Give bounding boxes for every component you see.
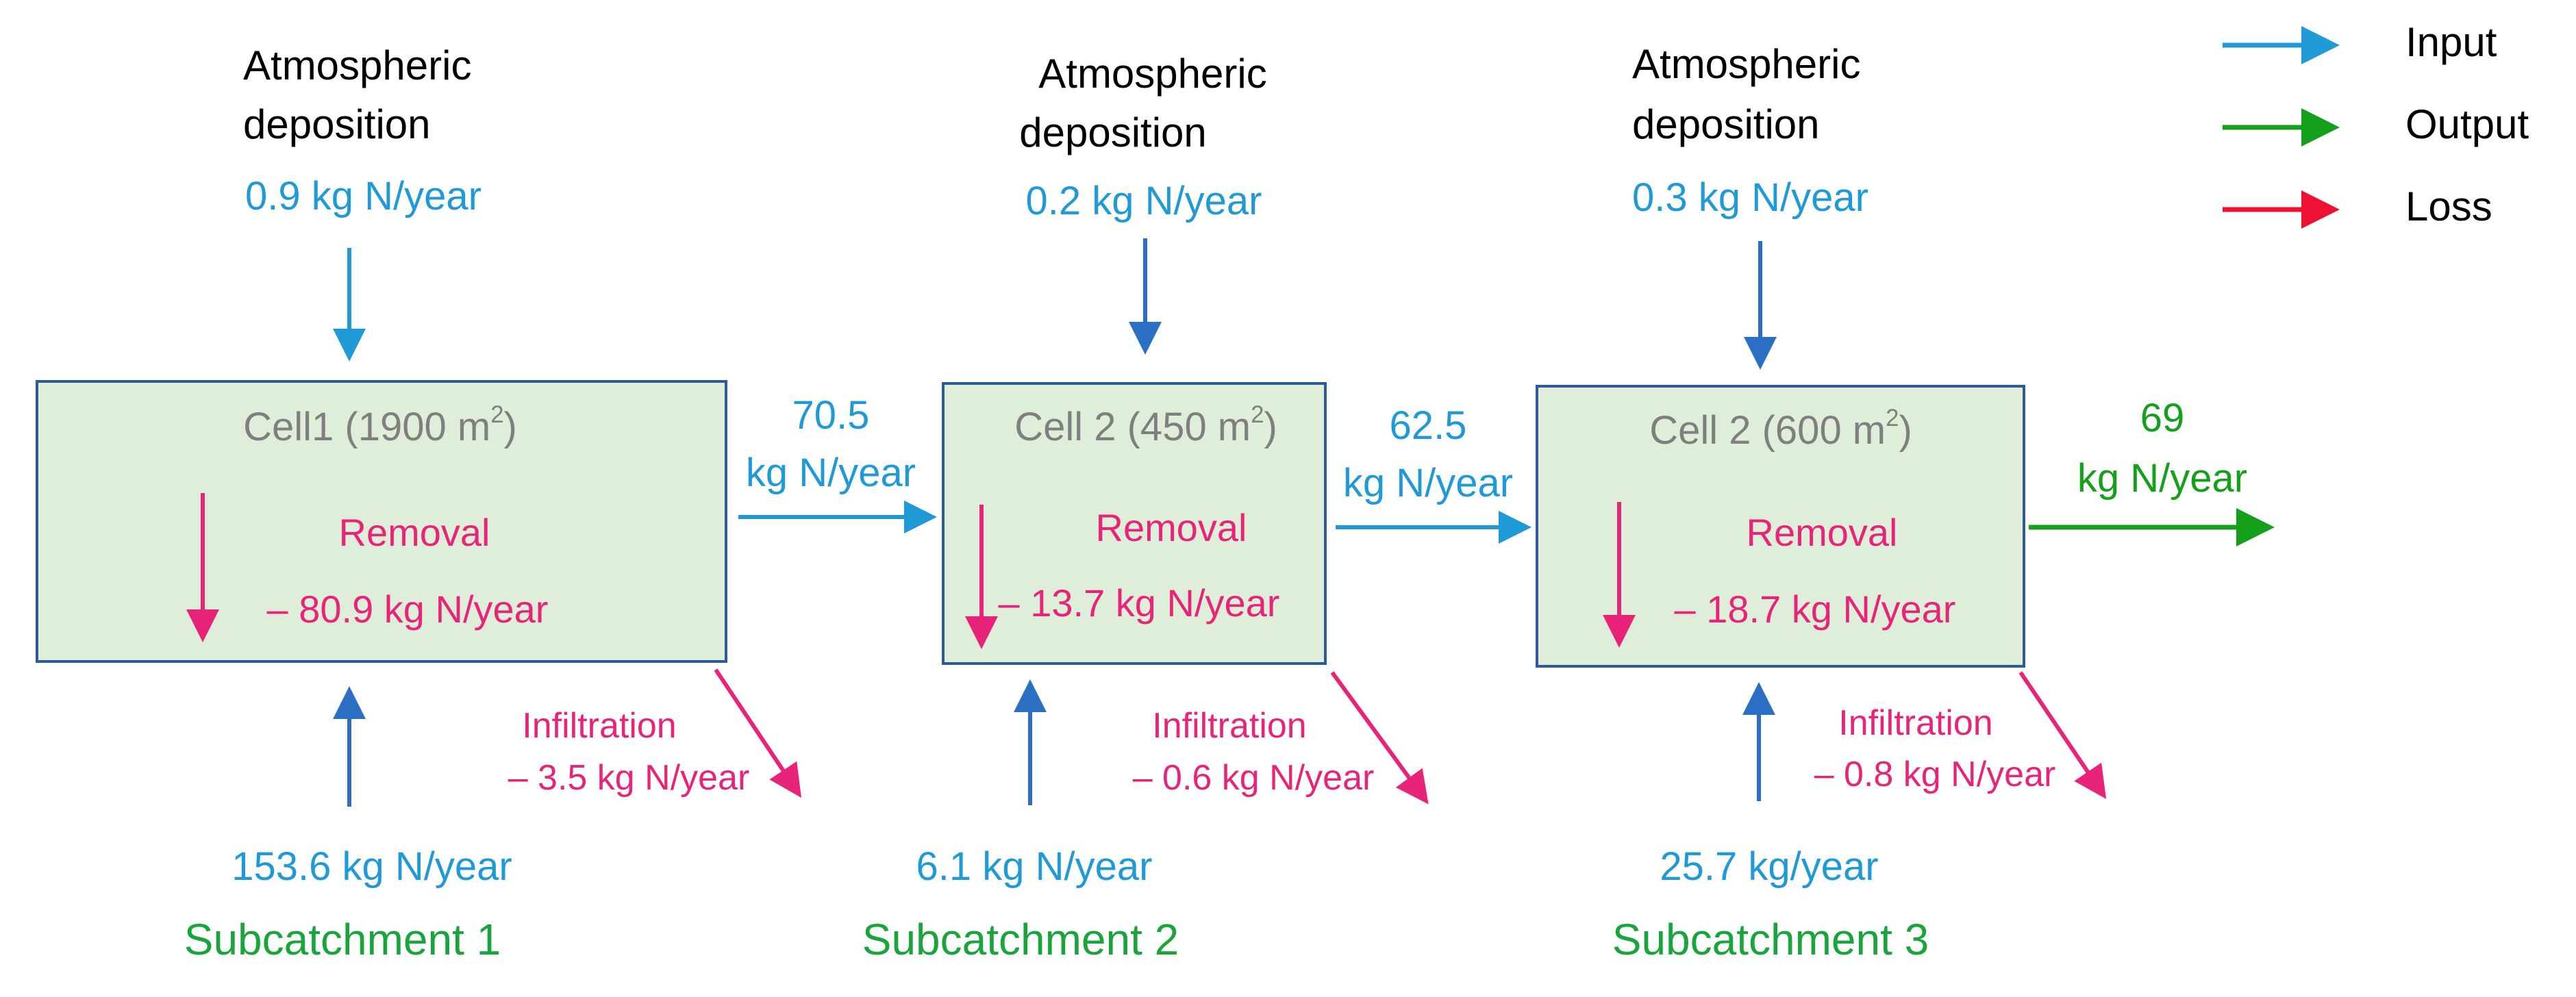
cell3-deposition-label-1: Atmospheric: [1632, 41, 1861, 87]
transfer-1-value: 70.5: [792, 393, 870, 438]
cell1-infiltration-value: – 3.5 kg N/year: [508, 758, 750, 798]
cell3-subcatchment: Subcatchment 3: [1612, 915, 1929, 964]
cell2-infiltration-arrow: [1330, 671, 1429, 805]
cell1-title: Cell1 (1900 m2): [243, 401, 517, 449]
cell2-removal-label: Removal: [1095, 506, 1247, 549]
cell3-deposition-label-2: deposition: [1632, 101, 1820, 147]
cell1-deposition-value: 0.9 kg N/year: [245, 174, 482, 218]
cell3-removal-value: – 18.7 kg N/year: [1674, 588, 1956, 631]
cell1-infiltration-arrow: [714, 668, 802, 798]
outflow-value: 69: [2140, 396, 2185, 440]
cell3-deposition-value: 0.3 kg N/year: [1632, 175, 1868, 220]
legend-input-label: Input: [2405, 19, 2497, 65]
cell1-removal-value: – 80.9 kg N/year: [266, 588, 549, 631]
transfer-2-value: 62.5: [1389, 403, 1467, 448]
cell2-title: Cell 2 (450 m2): [1014, 401, 1277, 449]
cell3-removal-label: Removal: [1746, 511, 1898, 554]
cell2-removal-value: – 13.7 kg N/year: [998, 581, 1280, 624]
cell1-subcatchment: Subcatchment 1: [184, 915, 501, 964]
cell1-deposition-label-2: deposition: [243, 101, 431, 147]
cell1-inflow-value: 153.6 kg N/year: [232, 844, 512, 889]
cell1-deposition-label-1: Atmospheric: [243, 42, 472, 88]
cell3-title: Cell 2 (600 m2): [1649, 404, 1912, 453]
cell1-removal-label: Removal: [338, 511, 490, 554]
cell2-deposition-label-1: Atmospheric: [1038, 51, 1267, 97]
transfer-2-unit: kg N/year: [1342, 461, 1514, 505]
cell2-infiltration-value: – 0.6 kg N/year: [1132, 758, 1375, 798]
cell1-infiltration-label: Infiltration: [522, 706, 677, 746]
cell3-infiltration-value: – 0.8 kg N/year: [1814, 755, 2056, 794]
cell3-infiltration-arrow: [2018, 671, 2107, 799]
legend-loss-label: Loss: [2405, 184, 2492, 229]
cell2-infiltration-label: Infiltration: [1152, 706, 1307, 746]
outflow-unit: kg N/year: [2077, 456, 2248, 501]
cell-2-box: [942, 382, 1327, 665]
cell3-inflow-value: 25.7 kg/year: [1660, 844, 1879, 889]
cell-1-box: [36, 380, 727, 663]
legend-output-label: Output: [2405, 101, 2529, 147]
cell2-subcatchment: Subcatchment 2: [862, 915, 1179, 964]
transfer-1-unit: kg N/year: [745, 451, 916, 495]
cell3-infiltration-label: Infiltration: [1838, 703, 1993, 743]
cell2-inflow-value: 6.1 kg N/year: [916, 844, 1153, 889]
cell2-deposition-label-2: deposition: [1019, 110, 1207, 155]
cell2-deposition-value: 0.2 kg N/year: [1025, 179, 1262, 223]
